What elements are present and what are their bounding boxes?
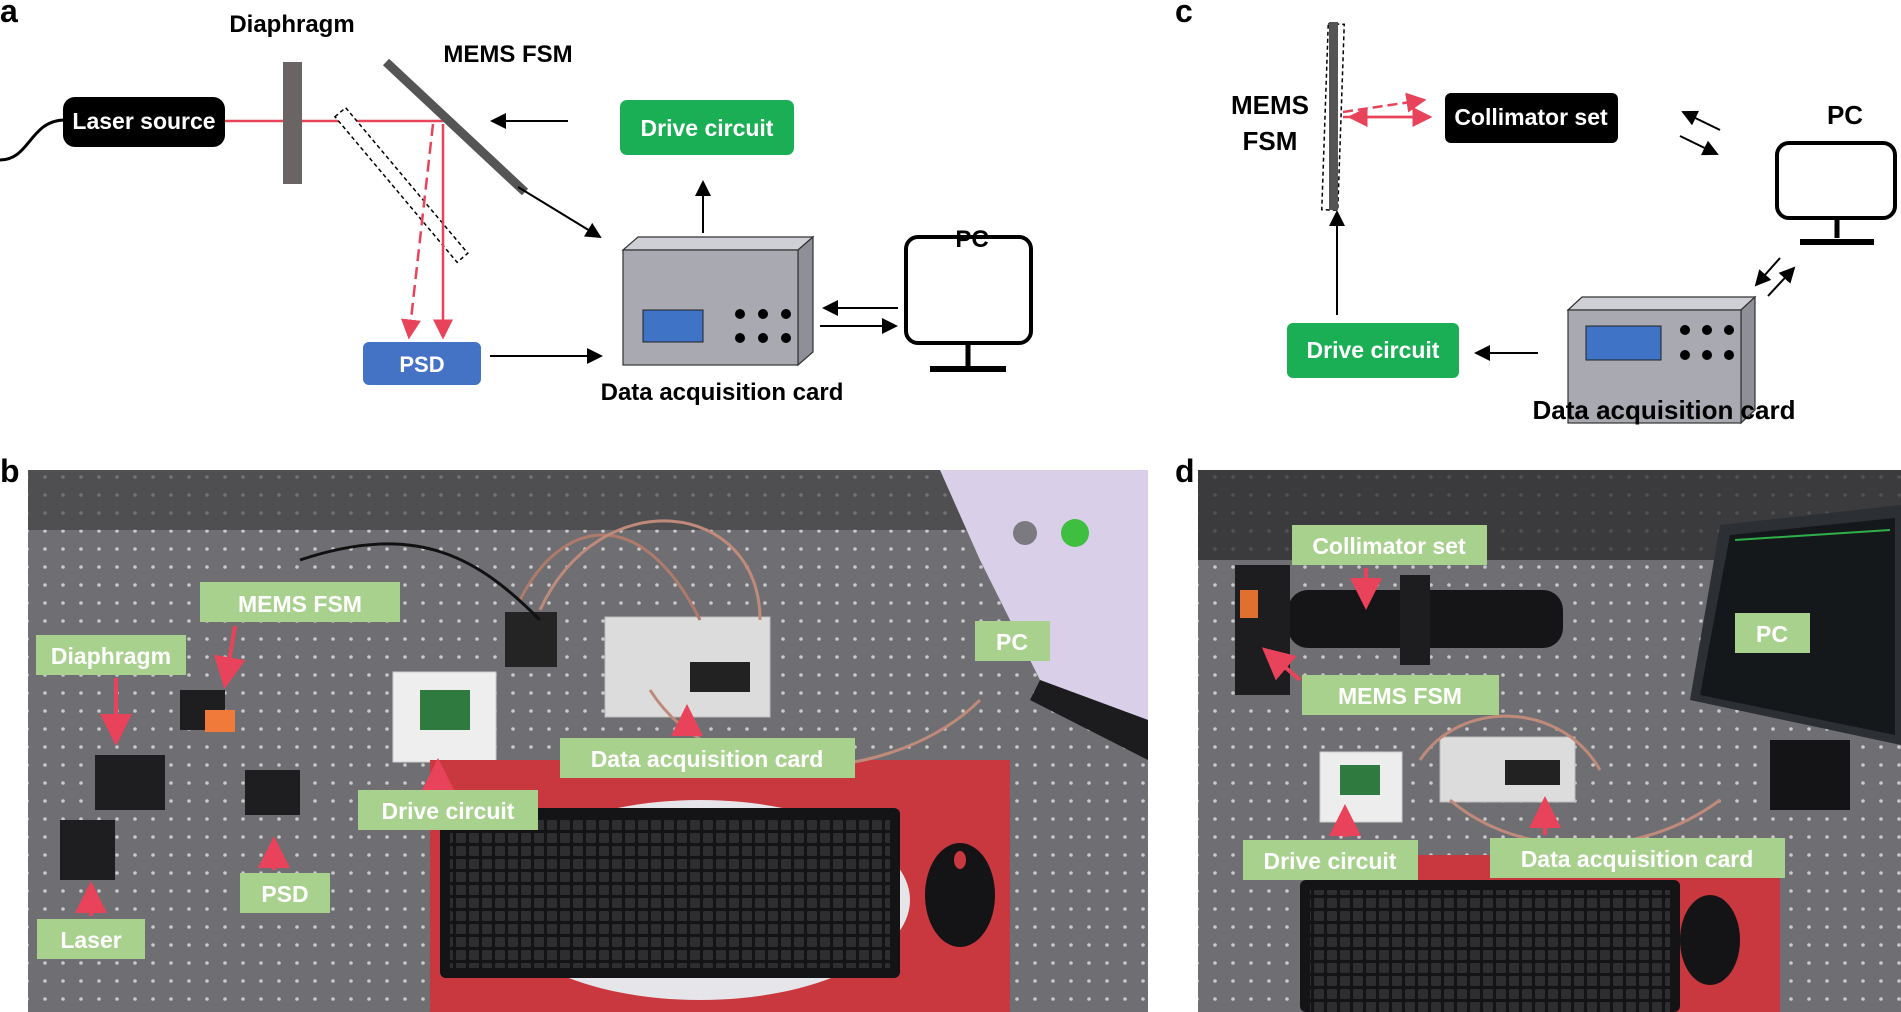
- laser-source-box: [63, 97, 225, 147]
- callout-drive-b: Drive circuit: [358, 758, 538, 830]
- arrow-pc-to-daq-c: [1754, 257, 1781, 287]
- arrow-mems-to-daq: [517, 186, 602, 239]
- callout-diaphragm-b-label: Diaphragm: [51, 643, 171, 669]
- daq-card-label: Data acquisition card: [601, 379, 844, 406]
- callout-pc-b-label: PC: [996, 629, 1028, 655]
- callout-pc-d-label: PC: [1756, 621, 1788, 647]
- panel-label-a: a: [0, 0, 18, 29]
- mems-fsm-c-label-1: MEMS: [1231, 90, 1309, 120]
- daq-card-c: [1566, 295, 1757, 425]
- mems-fsm-label: MEMS FSM: [443, 41, 572, 68]
- drive-circuit-c-box: [1287, 323, 1459, 378]
- diaphragm-plate: [283, 62, 302, 184]
- psd-label: PSD: [399, 352, 444, 377]
- daq-screen-c: [1585, 325, 1662, 361]
- pc-monitor-c: [1775, 141, 1897, 220]
- photo-b: [28, 470, 1148, 1012]
- panel-label-c: c: [1175, 0, 1193, 29]
- pc-label-c: PC: [1827, 100, 1863, 130]
- mems-fsm-c-label-2: FSM: [1243, 126, 1298, 156]
- daq-card-a: [621, 235, 815, 367]
- callout-psd-b: PSD: [240, 836, 330, 913]
- mems-fsm-c-mirror: [1329, 22, 1338, 210]
- callout-pc-b: PC: [975, 621, 1050, 661]
- callout-drive-d: Drive circuit: [1243, 804, 1418, 880]
- callout-daq-d-label: Data acquisition card: [1521, 846, 1754, 872]
- callout-laser-b: Laser: [37, 881, 145, 959]
- beam-c-dashed: [1342, 92, 1427, 114]
- arrow-daq-to-pc-c: [1767, 266, 1796, 297]
- callout-daq-b: Data acquisition card: [560, 704, 855, 778]
- diaphragm-label: Diaphragm: [229, 11, 354, 38]
- callout-mems-d: MEMS FSM: [1261, 647, 1499, 715]
- pc-label-a: PC: [955, 226, 988, 253]
- laser-source-label: Laser source: [72, 108, 215, 134]
- drive-circuit-c-label: Drive circuit: [1307, 337, 1440, 363]
- arrow-collimator-to-pc: [1679, 135, 1719, 156]
- callout-drive-b-label: Drive circuit: [382, 798, 515, 824]
- panel-c: c MEMS FSM Collimator set PC: [1175, 0, 1897, 425]
- collimator-set-label: Collimator set: [1454, 104, 1608, 130]
- daq-card-c-label: Data acquisition card: [1533, 395, 1796, 425]
- deflected-beam-dashed: [401, 123, 435, 340]
- callout-diaphragm-b: Diaphragm: [36, 635, 186, 746]
- collimator-set-box: [1445, 93, 1618, 143]
- callout-laser-b-label: Laser: [60, 927, 121, 953]
- psd-box: [363, 342, 481, 385]
- callout-mems-fsm-b-label: MEMS FSM: [238, 591, 362, 617]
- drive-circuit-box: [620, 100, 794, 155]
- callout-collimator-d-label: Collimator set: [1312, 533, 1466, 559]
- callout-pc-d: PC: [1735, 613, 1810, 653]
- callout-mems-d-label: MEMS FSM: [1338, 683, 1462, 709]
- daq-screen: [642, 309, 704, 343]
- panel-b: b: [0, 453, 1148, 1012]
- panel-label-b: b: [0, 453, 20, 489]
- callout-daq-b-label: Data acquisition card: [591, 746, 824, 772]
- callout-daq-d: Data acquisition card: [1490, 796, 1785, 878]
- callout-psd-b-label: PSD: [261, 881, 308, 907]
- panel-a: a Laser source Diaphragm MEMS FSM Drive …: [0, 0, 1033, 406]
- callout-collimator-d: Collimator set: [1292, 525, 1487, 610]
- callout-mems-fsm-b: MEMS FSM: [200, 582, 400, 689]
- laser-cable: [0, 118, 66, 162]
- mems-fsm-mirror: [382, 58, 529, 196]
- panel-label-d: d: [1175, 453, 1195, 489]
- mems-fsm-tilted-outline: [333, 106, 469, 264]
- callout-drive-d-label: Drive circuit: [1264, 848, 1397, 874]
- arrow-pc-to-collimator: [1681, 110, 1721, 131]
- drive-circuit-label: Drive circuit: [641, 115, 774, 141]
- panel-d: d: [1175, 453, 1901, 1012]
